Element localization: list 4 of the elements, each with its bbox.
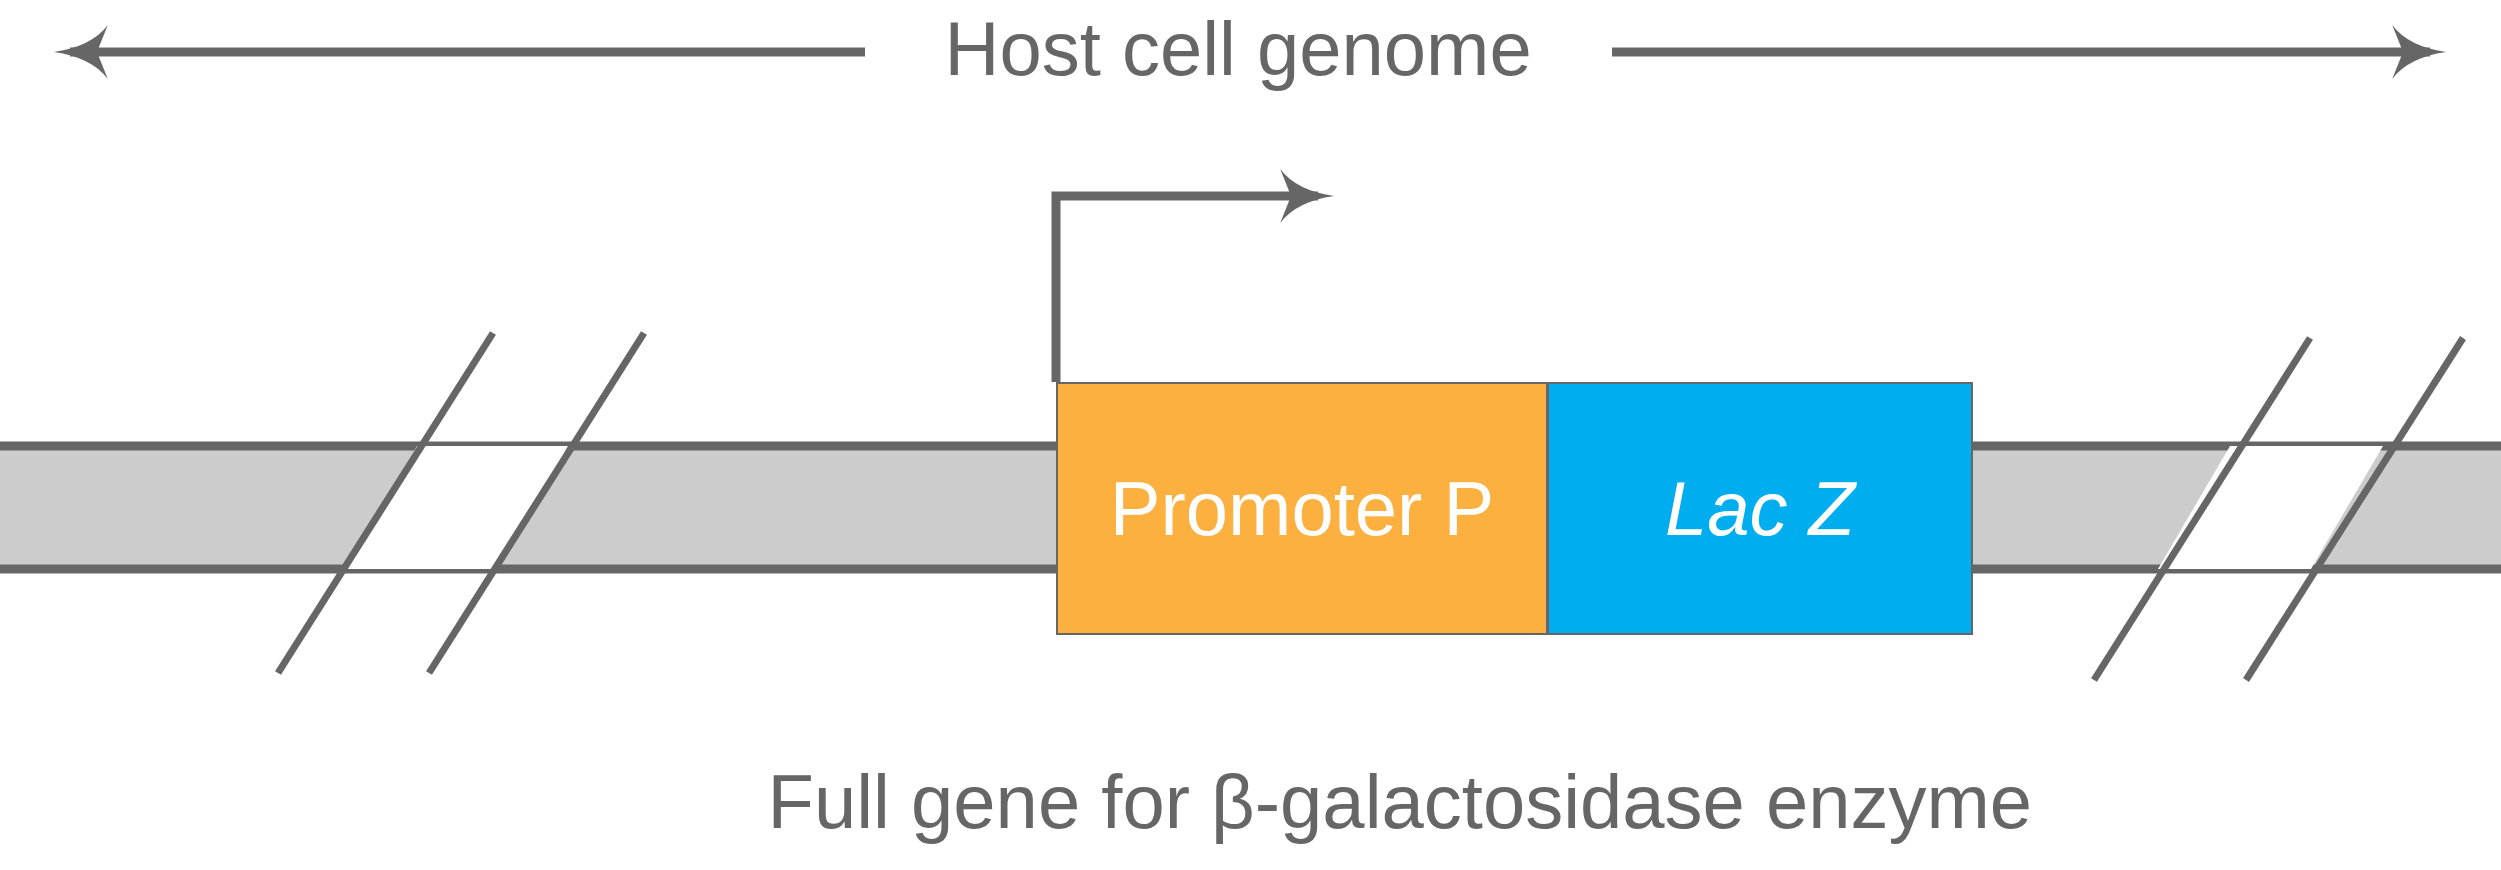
genome-label: Host cell genome [944,5,1532,92]
caption: Full gene for β-galactosidase enzyme [767,758,2033,845]
gene-box: Lac Z [1547,382,1973,635]
promoter-box: Promoter P [1056,382,1548,635]
